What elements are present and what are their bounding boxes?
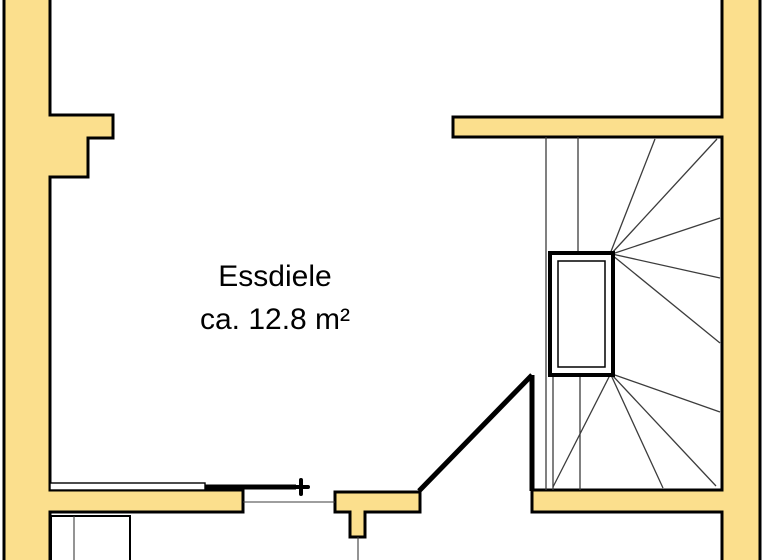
- pocket-door-housing: [49, 482, 206, 491]
- stair-tread-line: [610, 138, 718, 255]
- stair-tread-line: [552, 374, 611, 488]
- stair-tread-line: [611, 254, 721, 344]
- stair-core-inner: [557, 260, 606, 368]
- stair-tread-line: [611, 217, 721, 255]
- stair-tread-line: [611, 374, 717, 487]
- room-name-label: Essdiele: [218, 260, 332, 293]
- room-area-label: ca. 12.8 m²: [199, 303, 351, 336]
- stair-core-outer: [548, 251, 615, 377]
- stair-tread-line: [611, 253, 721, 279]
- wall-stub-bottom-center: [333, 490, 422, 539]
- stair-tread-line: [611, 373, 721, 413]
- stair-winder-lines-lower: [552, 373, 721, 489]
- door-handle-icon: [292, 478, 310, 496]
- stair-winder-lines-upper: [609, 138, 721, 344]
- stair-tread-line: [609, 138, 656, 255]
- wall-right-with-returns: [451, 0, 762, 560]
- counter-below: [50, 515, 131, 560]
- room-label-group: Essdiele ca. 12.8 m²: [150, 260, 400, 337]
- angled-door-leaf: [417, 373, 534, 493]
- stair-tread-line: [610, 374, 664, 489]
